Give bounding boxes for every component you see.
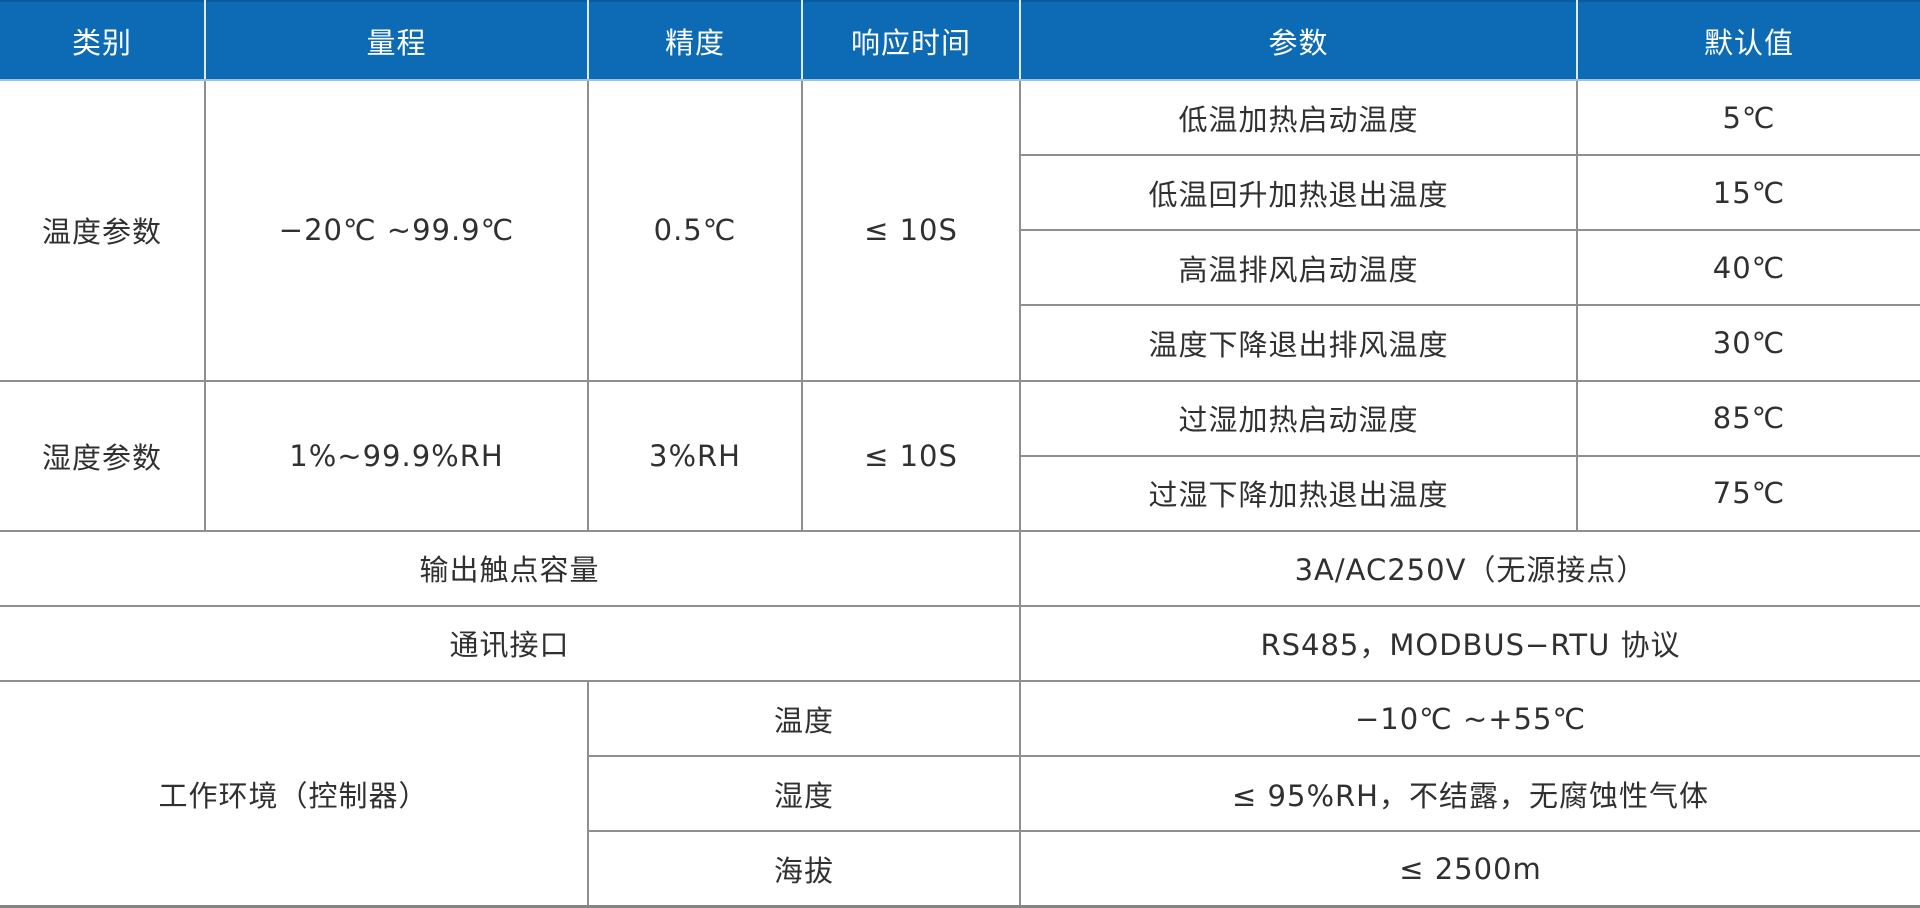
env-name-cell: 海拔: [587, 830, 1021, 908]
table-row: 工作环境（控制器） 温度 −10℃ ~+55℃: [0, 679, 1920, 908]
header-row: 类别 量程 精度 响应时间 参数 默认值: [0, 1, 1920, 81]
table-row: 湿度参数 1%~99.9%RH 3%RH ≤ 10S 过湿加热启动湿度 85℃: [0, 379, 1920, 532]
env-value-cell: ≤ 95%RH，不结露，无腐蚀性气体: [1019, 755, 1920, 833]
param-default-cell: 5℃: [1576, 78, 1920, 157]
env-value-cell: −10℃ ~+55℃: [1019, 679, 1920, 758]
param-default-cell: 85℃: [1576, 379, 1920, 457]
output-contact-label-cell: 输出触点容量: [0, 529, 1021, 607]
table-row: 通讯接口 RS485，MODBUS−RTU 协议: [0, 604, 1920, 683]
temp-accuracy-cell: 0.5℃: [587, 79, 803, 382]
temp-range-cell: −20℃ ~99.9℃: [204, 79, 589, 382]
param-default-cell: 30℃: [1576, 304, 1920, 382]
param-default-cell: 15℃: [1576, 154, 1920, 232]
param-name-cell: 过湿加热启动湿度: [1019, 379, 1578, 457]
working-env-label-cell: 工作环境（控制器）: [0, 680, 589, 908]
humidity-accuracy-cell: 3%RH: [587, 379, 803, 532]
output-contact-value-cell: 3A/AC250V（无源接点）: [1019, 529, 1920, 607]
table-row: 温度下降退出排风温度 30℃: [0, 304, 1920, 382]
param-name-cell: 温度下降退出排风温度: [1019, 304, 1578, 382]
env-name-cell: 湿度: [587, 755, 1021, 833]
param-default-cell: 40℃: [1576, 229, 1920, 307]
table-row: 低温回升加热退出温度 15℃: [0, 154, 1920, 232]
comm-interface-label-cell: 通讯接口: [0, 604, 1021, 683]
header-range: 量程: [205, 1, 589, 81]
table-row: 高温排风启动温度 40℃: [0, 229, 1920, 307]
header-accuracy: 精度: [588, 1, 803, 81]
table-row: 过湿下降加热退出温度 75℃: [0, 454, 1920, 532]
temp-category-cell: 温度参数: [0, 79, 206, 382]
env-value-cell: ≤ 2500m: [1019, 830, 1920, 908]
humidity-response-cell: ≤ 10S: [801, 379, 1021, 532]
table-row: 输出触点容量 3A/AC250V（无源接点）: [0, 529, 1920, 607]
humidity-range-cell: 1%~99.9%RH: [204, 379, 589, 532]
header-parameter: 参数: [1020, 1, 1578, 81]
header-default-value: 默认值: [1577, 1, 1920, 81]
param-name-cell: 低温回升加热退出温度: [1019, 154, 1578, 232]
env-name-cell: 温度: [587, 679, 1021, 758]
table-row: 湿度 ≤ 95%RH，不结露，无腐蚀性气体: [0, 755, 1920, 833]
header-category: 类别: [0, 1, 206, 81]
param-name-cell: 过湿下降加热退出温度: [1019, 454, 1578, 532]
temp-response-cell: ≤ 10S: [801, 79, 1021, 382]
humidity-category-cell: 湿度参数: [0, 379, 206, 532]
param-default-cell: 75℃: [1576, 454, 1920, 532]
param-name-cell: 低温加热启动温度: [1019, 78, 1578, 157]
table-row: 温度参数 −20℃ ~99.9℃ 0.5℃ ≤ 10S 低温加热启动温度 5℃: [0, 78, 1920, 382]
param-name-cell: 高温排风启动温度: [1019, 229, 1578, 307]
comm-interface-value-cell: RS485，MODBUS−RTU 协议: [1019, 604, 1920, 683]
table-row: 海拔 ≤ 2500m: [0, 830, 1920, 908]
header-response-time: 响应时间: [802, 1, 1021, 81]
